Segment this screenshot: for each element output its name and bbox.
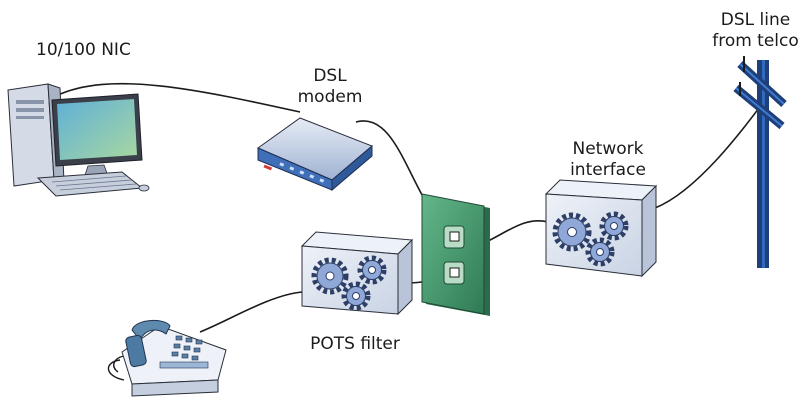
dsl-line-label-line2: from telco [712,31,799,51]
pots-filter-label: POTS filter [310,334,400,354]
gear-icon [552,211,629,267]
telephone-icon [107,320,227,397]
pots-filter-box [300,231,414,316]
network-interface-label: Network interface [548,139,668,181]
nic-label: 10/100 NIC [36,40,131,60]
wall-jack-plate-icon [421,193,490,316]
dsl-line-label: DSL line from telco [700,10,811,52]
phone-to-pots-cable [199,291,303,333]
network-interface-box [544,179,658,278]
wall-jack-bottom [443,261,465,285]
dsl-modem-label: DSL modem [290,66,370,108]
dsl-modem-label-line1: DSL [313,66,347,86]
netif-to-pole-cable [654,95,769,209]
dsl-modem-label-line2: modem [297,87,363,107]
telephone-pole-icon [733,56,787,268]
gear-icon [311,255,387,311]
dsl-line-label-line1: DSL line [720,10,791,30]
desktop-computer-icon [7,83,150,197]
wall-jack-top [443,225,465,249]
network-interface-label-line2: interface [570,160,646,180]
network-interface-label-line1: Network [572,139,644,159]
dsl-modem-icon [256,117,373,192]
pc-to-modem-cable [55,82,301,113]
